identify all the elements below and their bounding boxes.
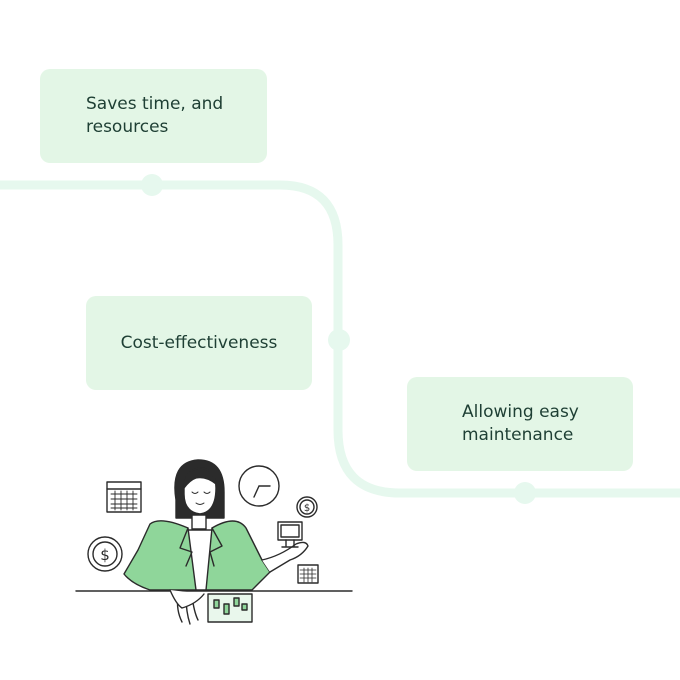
svg-text:$: $ <box>304 503 310 514</box>
benefit-card-label: Cost-effectiveness <box>120 332 278 353</box>
chart-board-icon <box>207 593 253 623</box>
dollar-coin-icon: $ <box>296 496 318 518</box>
timeline-node-1 <box>141 174 163 196</box>
benefit-card-saves-time: Saves time, and resources <box>40 69 267 163</box>
calendar-icon <box>106 481 142 513</box>
benefit-card-cost-effectiveness: Cost-effectiveness <box>86 296 312 390</box>
benefit-card-label: Saves time, and resources <box>86 94 224 137</box>
woman-figure <box>123 459 309 625</box>
timeline-node-3 <box>514 482 536 504</box>
benefit-card-easy-maintenance: Allowing easy maintenance <box>407 377 633 471</box>
computer-icon <box>277 521 303 548</box>
timeline-node-2 <box>328 329 350 351</box>
svg-text:$: $ <box>100 546 110 564</box>
dollar-coin-icon: $ <box>87 536 123 572</box>
clock-icon <box>238 465 280 507</box>
benefit-card-label: Allowing easy maintenance <box>462 402 579 445</box>
bar-chart-icon <box>297 564 319 584</box>
